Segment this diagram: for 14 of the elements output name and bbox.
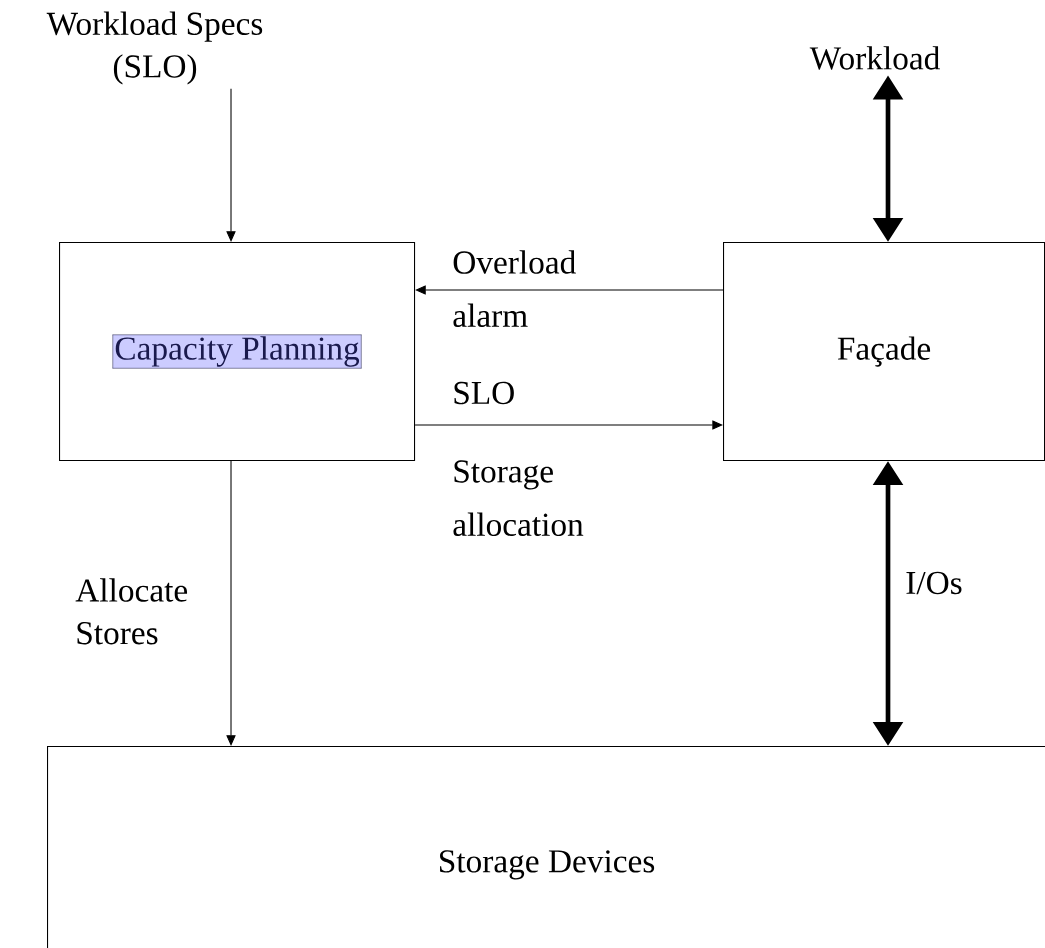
process-box: Façade [723, 242, 1045, 462]
arrow [226, 460, 236, 746]
edge-label: I/Os [906, 571, 962, 595]
process-box: Capacity Planning [59, 242, 416, 462]
edge-label: Allocate Stores [75, 578, 188, 645]
edge-label: SLO [454, 381, 514, 405]
input-text: Workload [809, 46, 940, 70]
arrow [414, 420, 723, 430]
arrow [415, 285, 724, 295]
input-text: Workload Specs (SLO) [46, 11, 263, 85]
note-text: Storage allocation [453, 460, 584, 536]
edge-label: Overload alarm [453, 250, 576, 328]
arrow [226, 88, 236, 242]
storage-box: Storage Devices [47, 746, 1045, 948]
